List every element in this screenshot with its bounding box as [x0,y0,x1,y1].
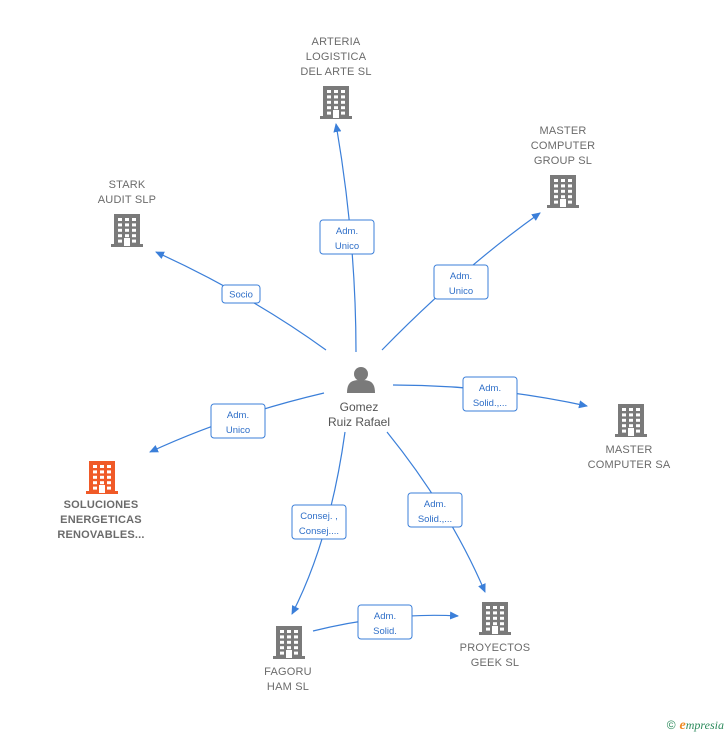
company-node-master-sa[interactable]: MASTER COMPUTER SA [588,404,671,471]
copyright-icon: © [666,718,676,732]
building-icon [547,175,579,208]
company-node-master-group[interactable]: MASTER COMPUTER GROUP SL [531,125,596,208]
edge-label[interactable]: Adm. Unico [433,264,489,300]
brand-logo-initial: e [679,718,686,733]
company-name-line: PROYECTOS [460,642,531,654]
company-name-line: MASTER [539,125,586,137]
edge-label[interactable]: Consej. , Consej.... [291,504,347,540]
company-name-line: ENERGETICAS [60,514,142,526]
company-name-line: SOLUCIONES [64,499,139,511]
company-node-arteria[interactable]: ARTERIA LOGISTICA DEL ARTE SL [300,36,371,119]
building-icon [615,404,647,437]
center-person[interactable]: Gomez Ruiz Rafael [328,367,390,429]
edge-label[interactable]: Adm. Solid.,... [407,492,463,528]
person-icon [347,367,375,393]
company-name-line: COMPUTER SA [588,459,671,471]
edge-label-text: Solid.,... [473,398,507,409]
company-name-line: RENOVABLES... [57,529,144,541]
edge-label-text: Adm. [336,226,358,237]
edge-label[interactable]: Adm. Unico [210,403,266,439]
edge-person-master-sa: Adm. Solid.,... [392,376,588,412]
building-icon [111,214,143,247]
edge-person-soluciones: Adm. Unico [149,392,325,453]
building-icon [479,602,511,635]
edge-person-proyectos: Adm. Solid.,... [386,431,486,593]
edge-person-master-group: Adm. Unico [381,212,541,351]
company-node-stark[interactable]: STARK AUDIT SLP [98,179,156,247]
edge-person-arteria: Adm. Unico [319,123,375,353]
building-icon [273,626,305,659]
edge-label-text: Consej.... [299,526,339,537]
edge-label-text: Solid. [373,626,397,637]
edge-label-text: Consej. , [300,511,338,522]
edge-label-text: Unico [226,425,250,436]
edge-label-text: Solid.,... [418,514,452,525]
edge-label-text: Unico [449,286,473,297]
edge-label[interactable]: Socio [221,284,261,304]
company-node-proyectos[interactable]: PROYECTOS GEEK SL [460,602,531,669]
company-name-line: DEL ARTE SL [300,66,371,78]
edge-person-stark: Socio [155,251,327,351]
company-name-line: ARTERIA [312,36,361,48]
company-name-line: MASTER [605,444,652,456]
building-icon [86,461,118,494]
company-name-line: COMPUTER [531,140,596,152]
edge-label[interactable]: Adm. Unico [319,219,375,255]
person-name-line2: Ruiz Rafael [328,415,390,429]
company-name-line: FAGORU [264,666,312,678]
company-name-line: GROUP SL [534,155,592,167]
company-node-soluciones[interactable]: SOLUCIONES ENERGETICAS RENOVABLES... [57,461,144,541]
brand-footer: ©empresia [667,718,724,734]
company-name-line: STARK [109,179,146,191]
company-name-line: HAM SL [267,681,309,693]
edge-label-text: Socio [229,290,253,301]
edge-fagoru-proyectos: Adm. Solid. [312,604,459,640]
edge-person-fagoru: Consej. , Consej.... [291,431,347,615]
edge-label-text: Adm. [374,611,396,622]
person-name-line1: Gomez [340,400,379,414]
company-node-fagoru[interactable]: FAGORU HAM SL [264,626,312,693]
edge-label[interactable]: Adm. Solid. [357,604,413,640]
edge-label[interactable]: Adm. Solid.,... [462,376,518,412]
edge-label-text: Adm. [227,410,249,421]
edge-label-text: Adm. [479,383,501,394]
brand-logo-text: mpresia [685,718,724,732]
company-name-line: GEEK SL [471,657,519,669]
company-name-line: AUDIT SLP [98,194,156,206]
edge-label-text: Adm. [450,271,472,282]
company-name-line: LOGISTICA [306,51,367,63]
edge-label-text: Adm. [424,499,446,510]
building-icon [320,86,352,119]
edge-label-text: Unico [335,241,359,252]
